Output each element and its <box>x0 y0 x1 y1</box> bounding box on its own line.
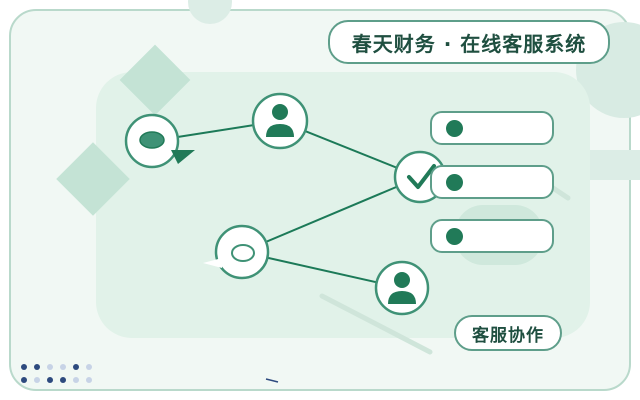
deco-tick <box>265 378 279 383</box>
message-item-3 <box>430 219 554 253</box>
collaboration-badge: 客服协作 <box>454 315 562 351</box>
person-icon <box>266 104 294 137</box>
dot-icon <box>446 227 463 245</box>
dot-grid <box>21 364 92 383</box>
deco-line-1 <box>319 293 433 355</box>
page-title: 春天财务 · 在线客服系统 <box>328 20 610 64</box>
checkmark-icon <box>407 164 436 189</box>
dot-icon <box>446 173 463 191</box>
chat-bubble-icon <box>231 244 255 262</box>
chat-node-top <box>124 113 195 169</box>
message-item-1 <box>430 111 554 145</box>
dot-icon <box>446 119 463 137</box>
bg-pill-right <box>575 150 640 180</box>
chat-tail <box>203 258 222 268</box>
bg-blob-top <box>188 0 232 24</box>
agent-node-bottom <box>374 260 430 316</box>
message-item-2 <box>430 165 554 199</box>
diamond-shape-left <box>56 142 130 216</box>
agent-node-top <box>251 92 309 150</box>
person-icon <box>388 272 416 304</box>
chat-node-bottom <box>203 224 270 280</box>
chat-bubble-icon <box>171 150 195 164</box>
